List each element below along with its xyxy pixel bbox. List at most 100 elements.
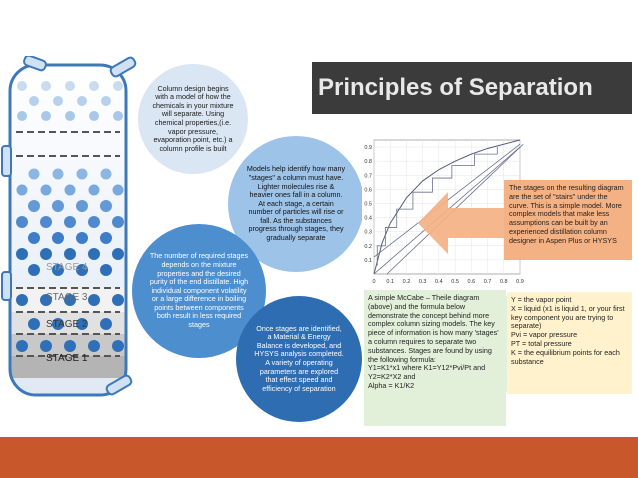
mccabe-description-text: A simple McCabe – Theile diagram (above)… (368, 293, 499, 390)
column-dot (53, 96, 63, 106)
stage-2-label: STAGE 2 (46, 319, 88, 330)
column-design-text: Column design begins with a model of how… (152, 83, 234, 153)
column-dot (76, 318, 88, 330)
column-dot (101, 96, 111, 106)
stairs-explanation-box: The stages on the resulting diagram are … (504, 180, 632, 260)
column-dot (29, 96, 39, 106)
once-stages-text: Once stages are identified, a Material &… (254, 323, 344, 393)
x-tick-label: 0.9 (516, 279, 524, 285)
stairs-explanation-text: The stages on the resulting diagram are … (509, 183, 624, 245)
column-dot (17, 81, 27, 91)
column-dot (112, 184, 124, 196)
column-dot (88, 184, 100, 196)
column-dot (112, 248, 124, 260)
column-dot (28, 200, 40, 212)
column-dot (28, 264, 40, 276)
x-tick-label: 0.3 (419, 279, 427, 285)
column-dot (64, 248, 76, 260)
column-dot (16, 184, 28, 196)
column-dot (41, 81, 51, 91)
y-tick-label: 0.8 (364, 159, 372, 165)
column-dot (52, 318, 64, 330)
column-dot (112, 216, 124, 228)
y-tick-label: 0.6 (364, 187, 372, 193)
column-dot (65, 81, 75, 91)
once-stages-bubble: Once stages are identified, a Material &… (236, 296, 362, 422)
required-stages-text: The number of required stages depends on… (149, 251, 249, 330)
column-dot (65, 111, 75, 121)
x-tick-label: 0 (372, 279, 375, 285)
column-dot (76, 200, 88, 212)
column-dot (88, 216, 100, 228)
column-dot (100, 232, 112, 244)
column-dot (64, 184, 76, 196)
column-dot (40, 294, 52, 306)
column-dot (88, 340, 100, 352)
column-dot (89, 81, 99, 91)
y-tick-label: 0.7 (364, 173, 372, 179)
column-dot (64, 294, 76, 306)
x-tick-label: 0.7 (484, 279, 492, 285)
column-dot (100, 264, 112, 276)
column-dot (113, 111, 123, 121)
column-dot (76, 264, 88, 276)
column-dot (40, 340, 52, 352)
column-dot (40, 248, 52, 260)
column-dot (41, 111, 51, 121)
column-dot (88, 294, 100, 306)
column-dot (89, 111, 99, 121)
column-dot (52, 232, 64, 244)
required-stages-bubble: The number of required stages depends on… (132, 224, 266, 358)
column-dot (64, 216, 76, 228)
column-dot (28, 318, 40, 330)
bottom-accent-bar (0, 437, 638, 478)
column-dot (52, 168, 64, 180)
column-design-bubble: Column design begins with a model of how… (138, 64, 248, 174)
column-dot (76, 168, 88, 180)
models-text: Models help identify how many "stages" a… (246, 164, 346, 243)
x-tick-label: 0.2 (403, 279, 411, 285)
variable-definitions-text: Y = the vapor point X = liquid (x1 is li… (511, 295, 625, 366)
column-dot (76, 232, 88, 244)
column-dot (16, 294, 28, 306)
y-tick-label: 0.4 (364, 216, 372, 222)
y-tick-label: 0.3 (364, 230, 372, 236)
distillation-column (1, 56, 137, 397)
column-dot (88, 248, 100, 260)
column-dot (77, 96, 87, 106)
column-dot (52, 200, 64, 212)
column-dot (16, 216, 28, 228)
page-title: Principles of Separation (318, 74, 593, 101)
variable-definitions-box: Y = the vapor point X = liquid (x1 is li… (507, 292, 632, 394)
stage-4-label: STAGE 4 (46, 262, 88, 273)
column-dot (16, 340, 28, 352)
column-dot (40, 216, 52, 228)
column-dot (100, 200, 112, 212)
title-banner (312, 62, 632, 114)
stage-3-label: STAGE 3 (46, 292, 88, 303)
column-dot (100, 168, 112, 180)
column-dot (28, 232, 40, 244)
x-tick-label: 0.6 (468, 279, 476, 285)
y-tick-label: 0.2 (364, 244, 372, 250)
x-tick-label: 0.5 (451, 279, 459, 285)
column-dot (16, 248, 28, 260)
mccabe-description-box: A simple McCabe – Theile diagram (above)… (364, 290, 506, 426)
column-dot (112, 294, 124, 306)
y-tick-label: 0.5 (364, 201, 372, 207)
chart-series-line (376, 147, 498, 266)
column-dot (28, 168, 40, 180)
column-dot (52, 264, 64, 276)
y-tick-label: 0.9 (364, 145, 372, 151)
column-dot (100, 318, 112, 330)
stage-1-label: STAGE 1 (46, 353, 88, 364)
x-tick-label: 0.4 (435, 279, 443, 285)
y-tick-label: 0.1 (364, 258, 372, 264)
column-dot (40, 184, 52, 196)
x-tick-label: 0.1 (386, 279, 394, 285)
left-arrow-icon (418, 192, 510, 254)
chart-series-line (373, 139, 521, 275)
column-dot (113, 81, 123, 91)
column-dot (112, 340, 124, 352)
column-dot (17, 111, 27, 121)
